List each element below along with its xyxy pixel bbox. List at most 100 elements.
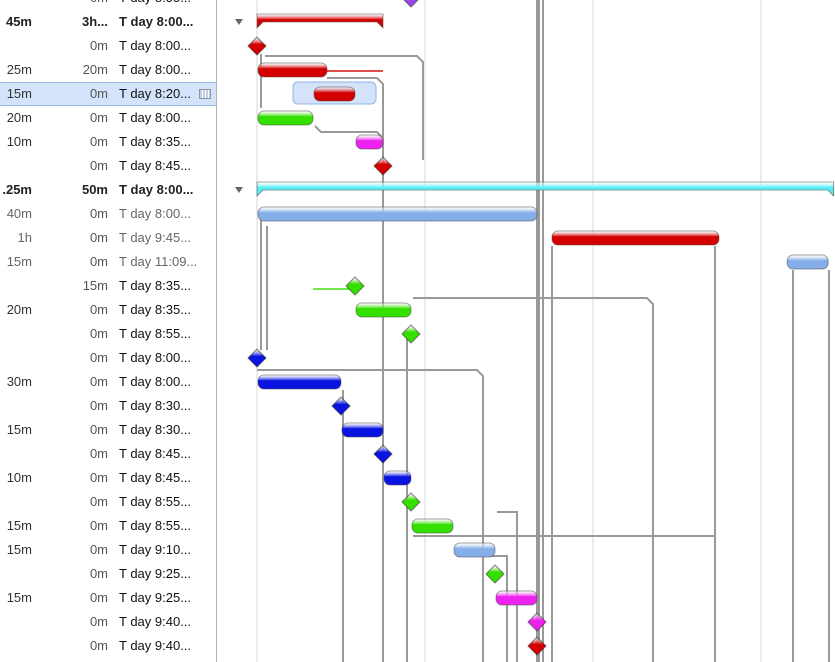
milestone-diamond[interactable] bbox=[527, 636, 547, 656]
duration-cell: 15m bbox=[6, 86, 32, 101]
outline-row[interactable]: 15m 0m T day 8:20... bbox=[0, 82, 216, 106]
task-bar[interactable] bbox=[786, 254, 829, 270]
outline-row[interactable]: 1h 0m T day 9:45... bbox=[0, 226, 216, 250]
milestone-diamond[interactable] bbox=[247, 36, 267, 56]
milestone-diamond[interactable] bbox=[401, 324, 421, 344]
slack-line bbox=[327, 70, 383, 72]
calendar-icon[interactable] bbox=[199, 89, 211, 99]
slack-cell: 0m bbox=[89, 422, 108, 437]
milestone-diamond[interactable] bbox=[331, 396, 351, 416]
slack-cell: 0m bbox=[89, 230, 108, 245]
milestone-diamond[interactable] bbox=[527, 612, 547, 632]
duration-cell: 1h bbox=[17, 230, 32, 245]
start-cell: T day 8:00... bbox=[119, 38, 192, 53]
milestone-diamond[interactable] bbox=[247, 348, 267, 368]
start-cell: T day 9:40... bbox=[119, 614, 192, 629]
task-bar[interactable] bbox=[257, 110, 314, 126]
summary-bar[interactable] bbox=[256, 13, 384, 29]
milestone-diamond[interactable] bbox=[345, 276, 365, 296]
dependency-line bbox=[314, 125, 384, 139]
slack-cell: 20m bbox=[82, 62, 108, 77]
slack-cell: 0m bbox=[90, 0, 108, 10]
task-bar[interactable] bbox=[453, 542, 496, 558]
task-bar[interactable] bbox=[341, 422, 384, 438]
outline-row[interactable]: 0m T day 8:55... bbox=[0, 0, 216, 10]
dependency-line bbox=[257, 369, 484, 662]
duration-cell: .25m bbox=[2, 182, 32, 197]
slack-cell: 0m bbox=[89, 86, 108, 101]
slack-cell: 0m bbox=[89, 38, 108, 53]
slack-cell: 0m bbox=[89, 350, 108, 365]
task-bar[interactable] bbox=[355, 134, 384, 150]
outline-row[interactable]: 0m T day 8:00... bbox=[0, 346, 216, 370]
dependency-line bbox=[413, 535, 716, 662]
disclosure-triangle-icon[interactable] bbox=[235, 187, 243, 193]
slack-cell: 0m bbox=[89, 374, 108, 389]
task-bar[interactable] bbox=[495, 590, 538, 606]
milestone-diamond[interactable] bbox=[373, 156, 393, 176]
start-cell: T day 8:00... bbox=[119, 350, 192, 365]
task-bar[interactable] bbox=[551, 230, 720, 246]
disclosure-triangle-icon[interactable] bbox=[235, 19, 243, 25]
summary-bar[interactable] bbox=[256, 181, 835, 197]
duration-cell: 40m bbox=[6, 206, 32, 221]
start-cell: T day 8:20... bbox=[119, 86, 192, 101]
slack-cell: 0m bbox=[89, 614, 108, 629]
start-cell: T day 8:35... bbox=[119, 302, 192, 317]
milestone-diamond[interactable] bbox=[485, 564, 505, 584]
slack-cell: 0m bbox=[89, 326, 108, 341]
outline-row[interactable]: 0m T day 9:40... bbox=[0, 610, 216, 634]
start-cell: T day 8:30... bbox=[119, 398, 192, 413]
slack-cell: 0m bbox=[89, 638, 108, 653]
start-cell: T day 8:30... bbox=[119, 422, 192, 437]
task-bar[interactable] bbox=[383, 470, 412, 486]
dependency-line bbox=[265, 55, 424, 160]
slack-cell: 0m bbox=[89, 110, 108, 125]
slack-cell: 0m bbox=[89, 566, 108, 581]
start-cell: T day 8:00... bbox=[119, 182, 194, 197]
task-bar[interactable] bbox=[257, 206, 538, 222]
task-bar[interactable] bbox=[257, 374, 342, 390]
start-cell: T day 9:45... bbox=[119, 230, 192, 245]
start-cell: T day 8:35... bbox=[119, 134, 192, 149]
dependency-line bbox=[497, 511, 518, 662]
task-bar[interactable] bbox=[355, 302, 412, 318]
milestone-diamond[interactable] bbox=[401, 492, 421, 512]
outline-row[interactable]: 0m T day 8:00... bbox=[0, 34, 216, 58]
slack-cell: 0m bbox=[89, 158, 108, 173]
start-cell: T day 8:00... bbox=[119, 206, 192, 221]
start-cell: T day 8:55... bbox=[119, 0, 191, 10]
task-bar[interactable] bbox=[411, 518, 454, 534]
milestone-diamond[interactable] bbox=[402, 0, 420, 8]
slack-cell: 0m bbox=[89, 590, 108, 605]
duration-cell: 10m bbox=[6, 470, 32, 485]
duration-cell: 15m bbox=[6, 542, 32, 557]
task-bar[interactable] bbox=[313, 86, 356, 102]
duration-cell: 20m bbox=[6, 302, 32, 317]
milestone-diamond[interactable] bbox=[373, 444, 393, 464]
start-cell: T day 8:00... bbox=[119, 14, 194, 29]
task-bar[interactable] bbox=[257, 62, 328, 78]
